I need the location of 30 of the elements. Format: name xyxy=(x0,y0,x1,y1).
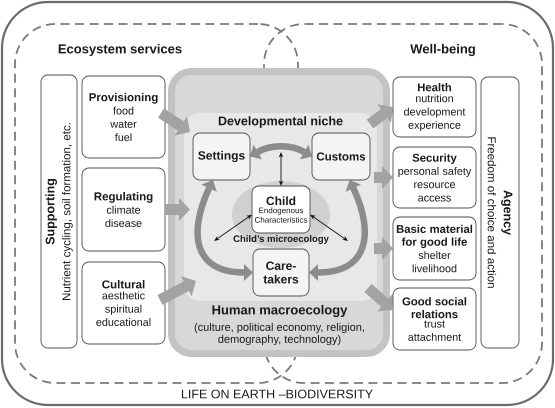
niche-box: Care- takers xyxy=(252,248,310,296)
side-box: Supporting Nutrient cycling, soil formation, etc. xyxy=(40,74,78,348)
curved-arrow xyxy=(194,180,253,281)
region-heading: Well-being xyxy=(410,44,475,56)
block-arrow xyxy=(364,284,393,312)
curved-arrow xyxy=(250,143,312,160)
block-arrow xyxy=(165,198,190,221)
panel-heading: Human macroecology xyxy=(212,304,348,318)
panel-text: (culture, political economy, religion, demography, technology) xyxy=(194,322,364,346)
service-box: Provisioning food water fuel xyxy=(82,76,166,158)
panel-heading: Developmental niche xyxy=(218,116,343,128)
region-heading: Ecosystem services xyxy=(58,44,182,56)
block-arrow xyxy=(157,276,196,305)
side-box: Agency Freedom of choice and action xyxy=(480,76,520,348)
block-arrow xyxy=(158,108,190,136)
well-being-box: Good social relations trust attachment xyxy=(392,288,476,350)
ellipse-label: Child’s microecology xyxy=(234,235,329,244)
niche-box: Settings xyxy=(192,132,250,180)
service-box: Regulating climate disease xyxy=(82,168,166,252)
service-box: Cultural aesthetic spiritual educational xyxy=(82,262,166,344)
child-box: Child Endogenous Characteristics xyxy=(252,186,310,234)
well-being-box: Basic material for good life shelter livelihood xyxy=(392,216,476,280)
block-arrow xyxy=(374,166,393,189)
well-being-box: Health nutrition development experience xyxy=(392,76,476,138)
frame-label: LIFE ON EARTH –BIODIVERSITY xyxy=(182,390,373,398)
curved-arrow xyxy=(309,180,368,281)
niche-box: Customs xyxy=(312,132,370,180)
block-arrow xyxy=(374,237,393,260)
well-being-box: Security personal safety resource access xyxy=(392,146,476,208)
block-arrow xyxy=(366,104,393,128)
